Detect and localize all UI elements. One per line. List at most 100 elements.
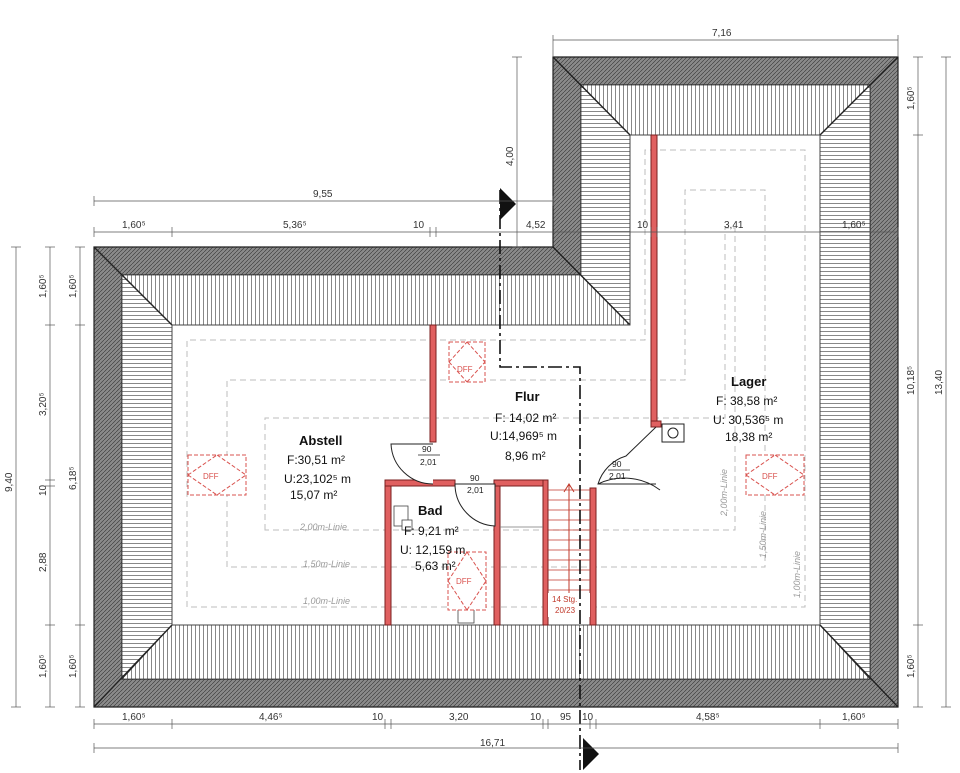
skylights bbox=[187, 341, 805, 611]
room-bad-area: 5,63 m² bbox=[415, 559, 456, 573]
dim-left-chain-5: 1,60⁵ bbox=[38, 654, 49, 678]
dimension-lines bbox=[11, 35, 951, 753]
label-line-150-right: 1,50m-Linie bbox=[758, 511, 768, 558]
dim-left-chain-1: 1,60⁵ bbox=[38, 274, 49, 298]
dim-bottom-1: 1,60⁵ bbox=[122, 712, 146, 723]
dim-left-chain-3: 10 bbox=[38, 484, 49, 496]
door-label-3-h: 2,01 bbox=[609, 471, 626, 481]
room-bad: Bad F: 9,21 m² U: 12,159 m 5,63 m² bbox=[400, 503, 465, 573]
dim-bottom-8: 4,58⁵ bbox=[696, 712, 720, 723]
dff-label-abstell: DFF bbox=[203, 472, 219, 481]
door-swing-abstell bbox=[390, 443, 434, 485]
line-200 bbox=[264, 227, 736, 531]
room-flur-perimeter: U:14,969⁵ m bbox=[490, 429, 557, 443]
room-lager-area: 18,38 m² bbox=[725, 430, 772, 444]
chimney bbox=[661, 423, 685, 443]
dim-upper-2: 5,36⁵ bbox=[283, 220, 307, 231]
dim-upper-5: 10 bbox=[637, 220, 649, 231]
dim-bottom-6: 95 bbox=[560, 712, 572, 723]
dim-upper-3: 10 bbox=[413, 220, 425, 231]
dim-upper-1: 1,60⁵ bbox=[122, 220, 146, 231]
room-lager-name: Lager bbox=[731, 374, 766, 389]
wall-stair-right bbox=[589, 487, 597, 626]
dim-bottom-2: 4,46⁵ bbox=[259, 712, 283, 723]
room-flur-area: 8,96 m² bbox=[505, 449, 546, 463]
label-line-200-left: 2,00m-Linie bbox=[299, 522, 347, 532]
dim-bottom-5: 10 bbox=[530, 712, 542, 723]
wall-abstell-flur-upper bbox=[429, 324, 437, 443]
dff-label-lager: DFF bbox=[762, 472, 778, 481]
wall-lager-flur bbox=[650, 134, 658, 428]
dim-left-chain-4: 2,88 bbox=[38, 552, 49, 572]
dim-top-total: 7,16 bbox=[712, 28, 732, 39]
stair: 14 Stg. 20/23 bbox=[548, 483, 590, 617]
label-line-100-left: 1,00m-Linie bbox=[303, 596, 350, 606]
stair-ratio: 20/23 bbox=[555, 606, 576, 615]
label-line-150-left: 1,50m-Linie bbox=[303, 559, 350, 569]
dim-left-chain-2: 3,20⁵ bbox=[38, 392, 49, 416]
room-lager-floor: F: 38,58 m² bbox=[716, 394, 777, 408]
door-label-2-h: 2,01 bbox=[467, 485, 484, 495]
label-line-100-right: 1,00m-Linie bbox=[792, 551, 802, 598]
room-abstell-perimeter: U:23,102⁵ m bbox=[284, 472, 351, 486]
door-label-2-w: 90 bbox=[470, 473, 480, 483]
roof-slope-east bbox=[819, 84, 871, 681]
room-lager: Lager F: 38,58 m² U: 30,536⁵ m 18,38 m² bbox=[713, 374, 783, 444]
dim-bottom-7: 10 bbox=[582, 712, 594, 723]
skylight-abstell bbox=[187, 454, 247, 496]
door-label-1-w: 90 bbox=[422, 444, 432, 454]
dim-left-inner-1: 1,60⁵ bbox=[68, 274, 79, 298]
wall-stair-left bbox=[542, 479, 549, 626]
label-line-200-right: 2,00m-Linie bbox=[719, 469, 729, 517]
room-abstell: Abstell F:30,51 m² U:23,102⁵ m 15,07 m² bbox=[284, 433, 351, 502]
dimension-labels: 7,16 9,55 1,60⁵ 5,36⁵ 10 4,52 10 3,41 1,… bbox=[4, 28, 945, 749]
door-label-1-h: 2,01 bbox=[420, 457, 437, 467]
dim-bottom-4: 3,20 bbox=[449, 712, 469, 723]
roof-slope-west bbox=[121, 274, 173, 681]
line-150 bbox=[226, 189, 766, 568]
room-bad-perimeter: U: 12,159 m bbox=[400, 543, 465, 557]
height-lines bbox=[186, 149, 806, 608]
dim-upper-7: 1,60⁵ bbox=[842, 220, 866, 231]
skylight-lager bbox=[745, 454, 805, 496]
skylight-bad bbox=[447, 551, 487, 611]
skylight-flur bbox=[448, 341, 486, 383]
line-100 bbox=[186, 149, 806, 608]
dim-upper-total: 9,55 bbox=[313, 189, 333, 200]
wall-lager-nook bbox=[650, 420, 662, 428]
door-label-3-w: 90 bbox=[612, 459, 622, 469]
dim-left-inner-2: 6,18⁵ bbox=[68, 466, 79, 490]
wall-abstell-bad bbox=[384, 479, 392, 626]
room-flur: Flur F: 14,02 m² U:14,969⁵ m 8,96 m² bbox=[490, 389, 557, 463]
room-abstell-area: 15,07 m² bbox=[290, 488, 337, 502]
dim-bottom-3: 10 bbox=[372, 712, 384, 723]
room-bad-floor: F: 9,21 m² bbox=[404, 524, 459, 538]
room-abstell-floor: F:30,51 m² bbox=[287, 453, 345, 467]
room-bad-name: Bad bbox=[418, 503, 443, 518]
door-swing-bad bbox=[454, 483, 496, 527]
dim-left-total: 9,40 bbox=[4, 472, 15, 492]
section-line bbox=[499, 188, 599, 770]
dim-bottom-total: 16,71 bbox=[480, 738, 505, 749]
dim-right-total: 13,40 bbox=[934, 370, 945, 395]
wall-bad-top-right bbox=[493, 479, 549, 487]
dim-upper-6: 3,41 bbox=[724, 220, 744, 231]
dff-label-bad: DFF bbox=[456, 577, 472, 586]
stair-steps: 14 Stg. bbox=[552, 595, 577, 604]
roof-slope-south bbox=[121, 624, 871, 680]
dim-upper-4: 4,52 bbox=[526, 220, 546, 231]
dim-left-inner-3: 1,60⁵ bbox=[68, 654, 79, 678]
dim-right-chain-2: 10,18⁵ bbox=[906, 366, 917, 395]
dim-right-chain-1: 1,60⁵ bbox=[906, 86, 917, 110]
dff-label-flur: DFF bbox=[457, 365, 473, 374]
room-flur-name: Flur bbox=[515, 389, 540, 404]
dim-right-chain-3: 1,60⁵ bbox=[906, 654, 917, 678]
roof-slope-north bbox=[121, 274, 631, 326]
room-lager-perimeter: U: 30,536⁵ m bbox=[713, 413, 783, 427]
dim-wing-height: 4,00 bbox=[505, 146, 516, 166]
room-flur-floor: F: 14,02 m² bbox=[495, 411, 556, 425]
room-abstell-name: Abstell bbox=[299, 433, 342, 448]
dim-bottom-9: 1,60⁵ bbox=[842, 712, 866, 723]
walls bbox=[384, 134, 662, 626]
